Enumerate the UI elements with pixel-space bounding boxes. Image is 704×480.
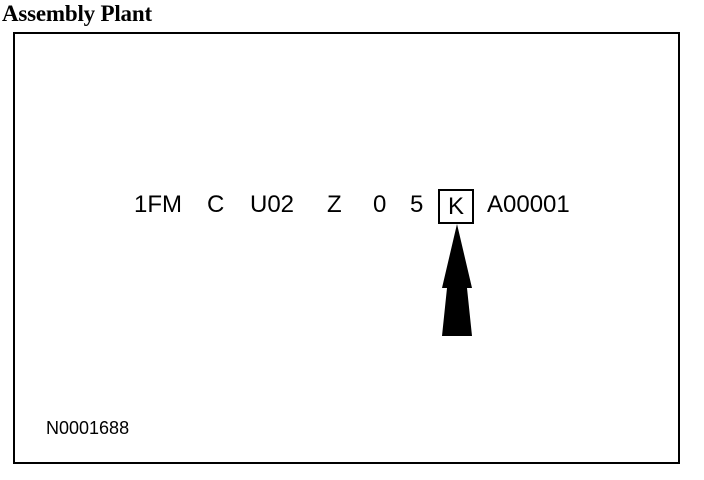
vin-segment-serial: A00001 bbox=[487, 191, 570, 218]
vin-segment-model: U02 bbox=[250, 191, 295, 218]
vin-segment-engine: Z bbox=[327, 191, 342, 218]
pointer-arrow-icon bbox=[442, 224, 472, 336]
figure-title: Assembly Plant bbox=[2, 1, 152, 26]
vin-segment-assembly-plant: K bbox=[438, 189, 474, 224]
vin-segment-restraint: C bbox=[207, 191, 225, 218]
reference-code: N0001688 bbox=[46, 418, 130, 438]
vin-segment-check-digit: 0 bbox=[373, 191, 387, 218]
diagram-frame bbox=[13, 32, 680, 464]
vin-segment-wmi: 1FM bbox=[134, 191, 182, 218]
vin-segment-model-year: 5 bbox=[410, 191, 424, 218]
